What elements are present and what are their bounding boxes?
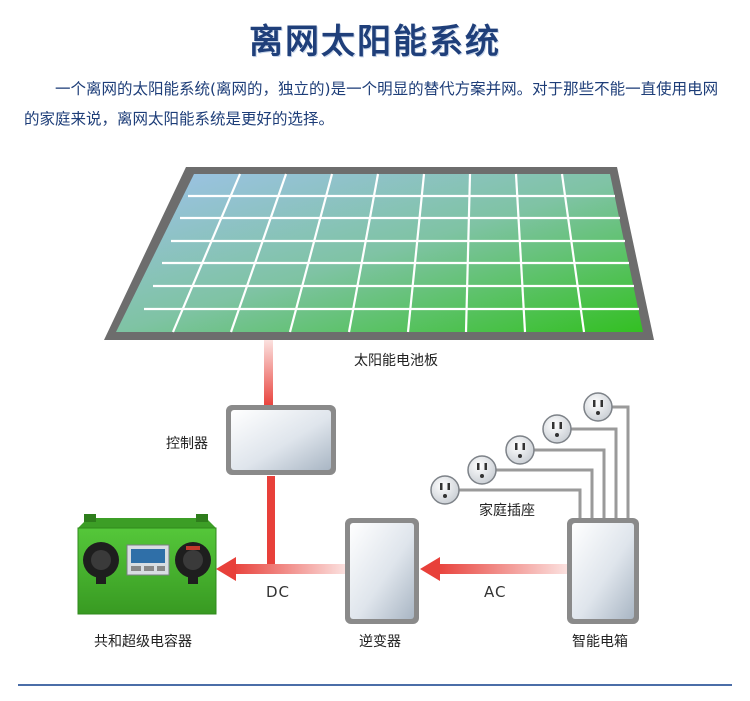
controller-label: 控制器: [166, 436, 208, 452]
outlet-icon: [505, 435, 535, 465]
terminal-right-icon: [175, 542, 211, 584]
flow-panel-to-controller: [264, 340, 273, 407]
smart-electrical-box: [567, 518, 639, 624]
terminal-left-icon: [83, 542, 119, 584]
ac-label: AC: [484, 583, 507, 601]
bottom-divider: [18, 684, 732, 686]
supercapacitor-storage: [77, 514, 217, 615]
inverter-box: [345, 518, 419, 624]
display-panel: [126, 544, 170, 576]
outlet-icon: [542, 414, 572, 444]
outlet-wires: [458, 405, 630, 518]
outlet-icon: [583, 392, 613, 422]
smart-box-label: 智能电箱: [572, 634, 628, 650]
dc-label: DC: [266, 583, 291, 601]
storage-label: 共和超级电容器: [94, 634, 192, 650]
outlets-label: 家庭插座: [479, 503, 535, 519]
dc-arrow: [216, 557, 346, 581]
outlet-icon: [467, 455, 497, 485]
inverter-label: 逆变器: [359, 634, 401, 650]
panel-grid: [144, 173, 639, 333]
ac-arrow: [420, 557, 567, 581]
page-title: 离网太阳能系统: [249, 22, 501, 62]
controller-box: [226, 405, 336, 475]
outlet-icon: [430, 475, 460, 505]
solar-panel-label: 太阳能电池板: [354, 353, 438, 369]
intro-paragraph: 一个离网的太阳能系统(离网的，独立的)是一个明显的替代方案并网。对于那些不能一直…: [24, 80, 719, 128]
flow-controller-down: [267, 476, 275, 564]
solar-panel: [104, 167, 654, 340]
